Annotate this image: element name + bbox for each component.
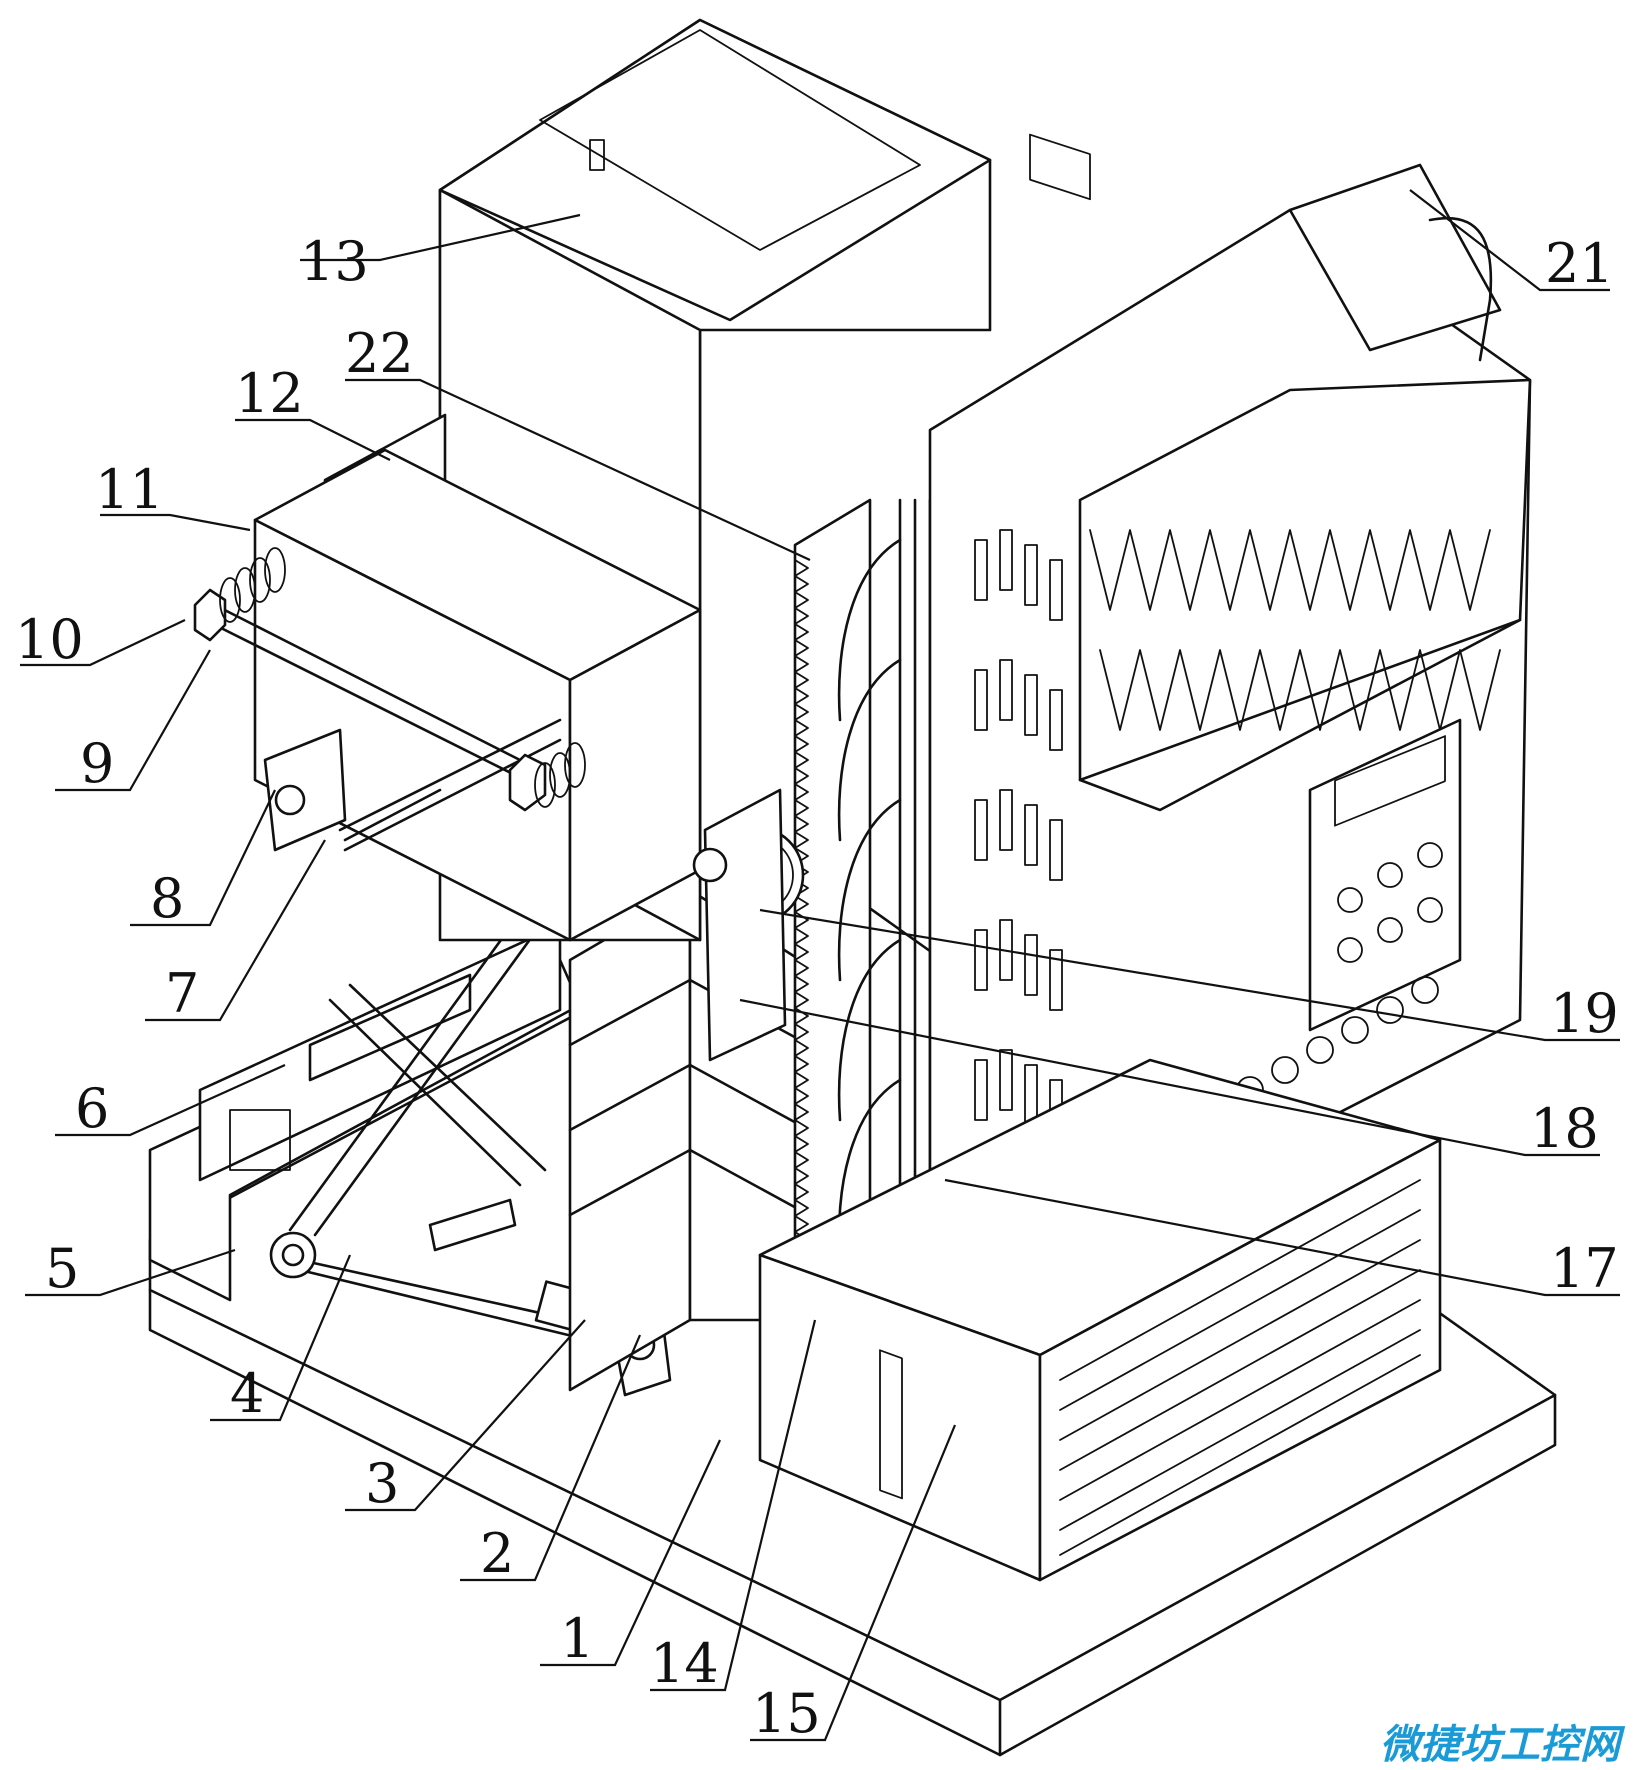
label-14: 14 [650,1632,719,1695]
inverter-housing [928,208,1532,1232]
label-11: 11 [95,458,164,521]
screw-7 [343,788,442,842]
label-8: 8 [150,867,184,930]
rack-14 [793,498,872,1292]
spring-10 [219,547,286,623]
spring-right [534,742,586,808]
watermark: 微捷坊工控网 [1380,1722,1626,1768]
label-19: 19 [1550,982,1619,1045]
rack-gear [692,498,872,1292]
label-7: 7 [165,962,199,1025]
motor-8 [263,728,347,852]
label-1: 1 [560,1607,594,1670]
cylinder-4 [428,1198,517,1252]
label-12: 12 [235,362,304,425]
control-panel [1308,718,1462,1032]
hex-nut-9 [193,588,227,642]
label-18: 18 [1530,1097,1599,1160]
clamp-assembly [193,448,702,942]
label-17: 17 [1550,1237,1619,1300]
label-13: 13 [300,230,369,293]
cabinet-15 [758,1058,1442,1582]
label-10: 10 [15,608,84,671]
leader-lines [20,189,1620,1742]
label-15: 15 [752,1682,821,1745]
label-21: 21 [1545,232,1614,295]
label-2: 2 [480,1522,514,1585]
cabinet-louvers [1059,1179,1421,1556]
label-3: 3 [365,1452,399,1515]
label-9: 9 [80,732,114,795]
part-labels: 13 22 12 11 10 9 8 7 6 5 4 3 2 1 14 15 2… [15,230,1619,1745]
label-22: 22 [345,322,414,385]
label-6: 6 [75,1077,109,1140]
label-5: 5 [45,1237,79,1300]
vent-slots [974,529,1063,1141]
label-4: 4 [230,1362,264,1425]
motor-18 [703,788,787,1062]
